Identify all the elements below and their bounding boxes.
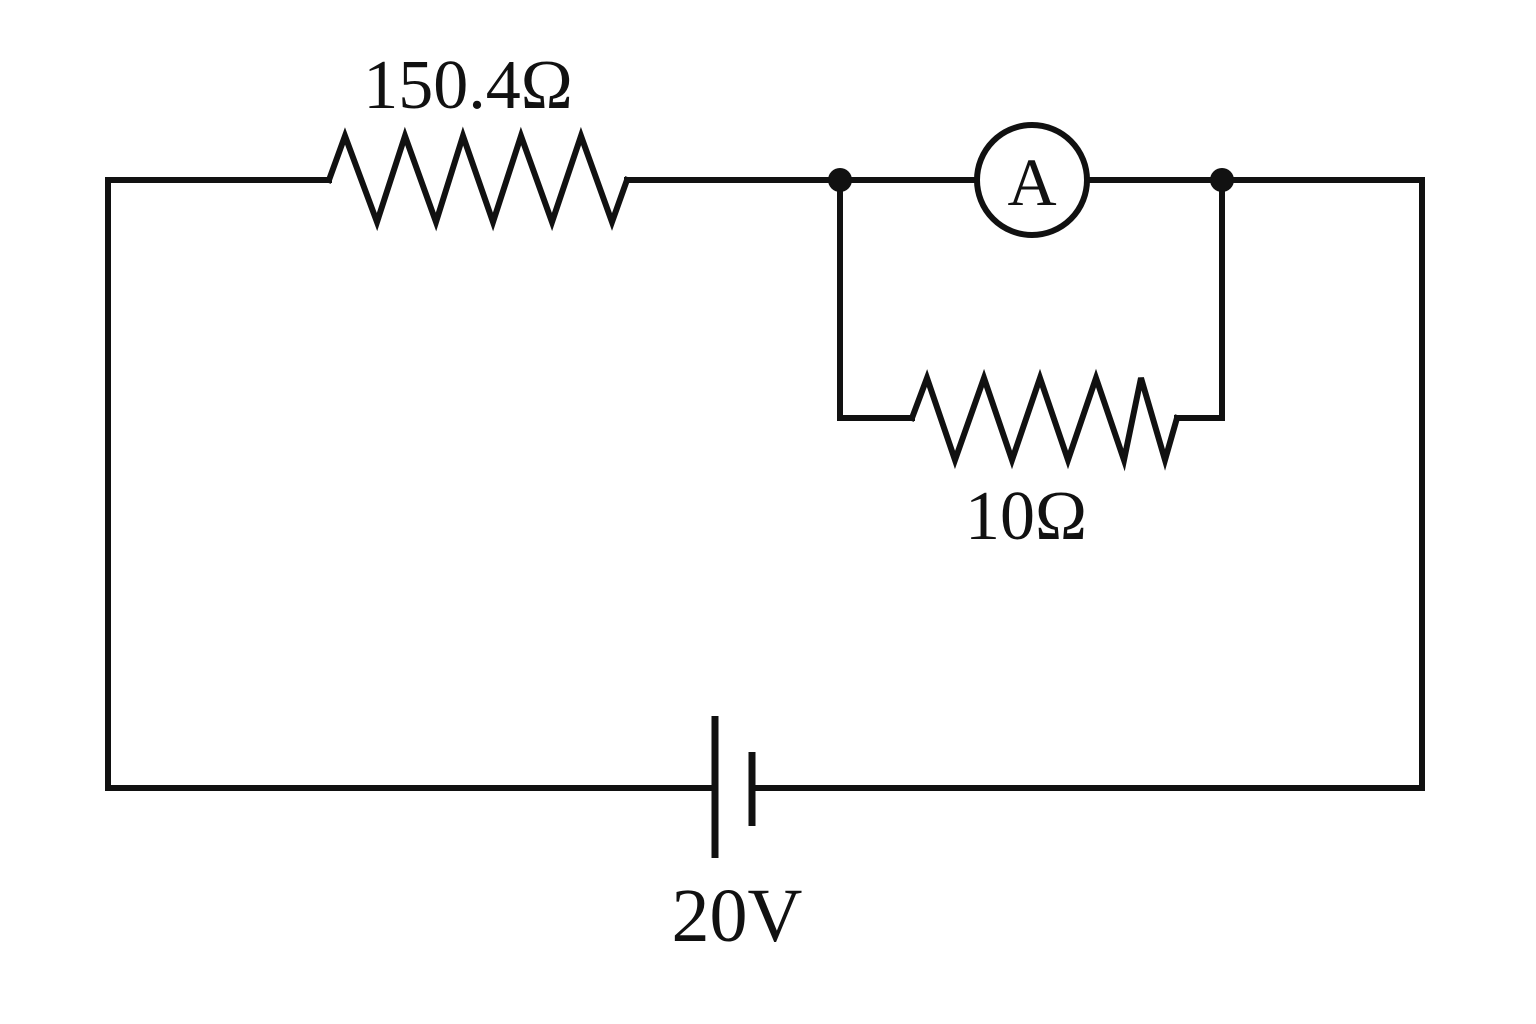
parallel-branch-left [837,177,915,421]
parallel-resistor-label: 10Ω [965,478,1087,555]
ammeter: A [974,122,1090,238]
series-resistor [325,126,631,232]
parallel-resistor [908,368,1181,472]
junction-dot-left [828,168,852,192]
junction-dot-right [1210,168,1234,192]
series-resistor-label: 150.4Ω [363,47,573,124]
battery [711,716,756,858]
ammeter-symbol: A [1007,144,1056,220]
left-wire [105,177,718,791]
right-wire [749,177,1425,791]
parallel-branch-right [1174,177,1225,421]
battery-label: 20V [672,874,803,958]
